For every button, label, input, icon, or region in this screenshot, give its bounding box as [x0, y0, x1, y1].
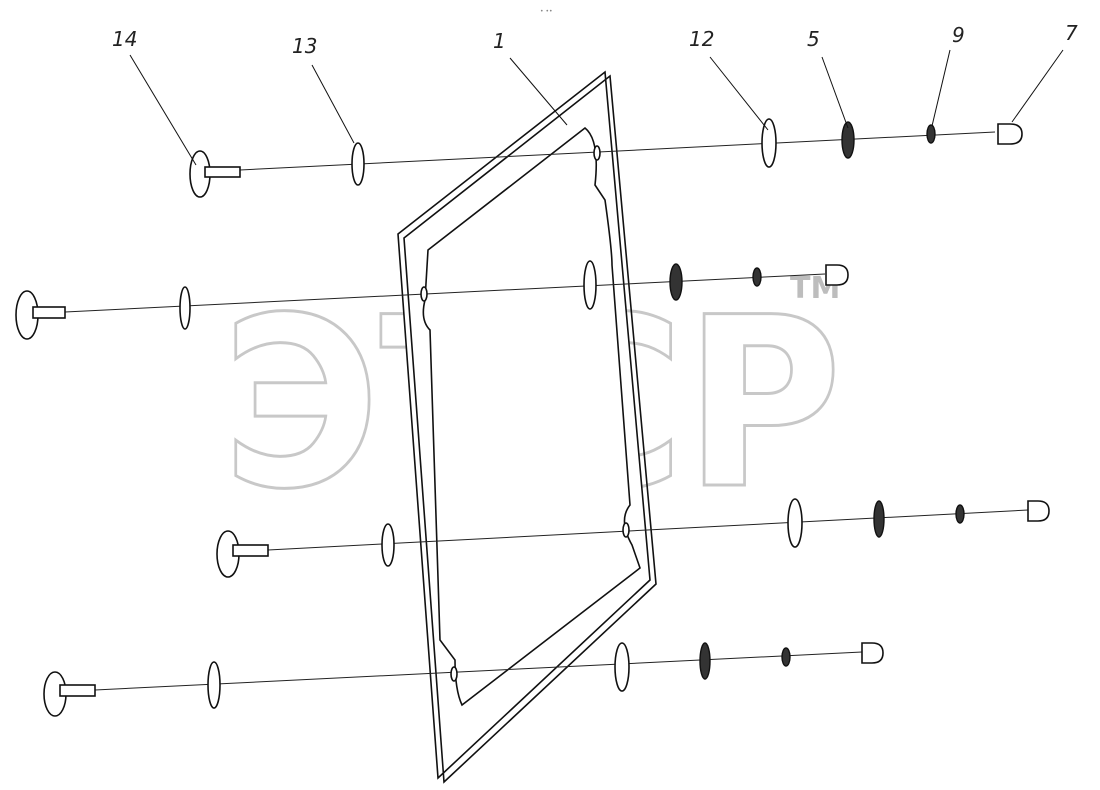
washer [179, 286, 191, 330]
callout-1: 1 [493, 29, 506, 53]
callout-7: 7 [1065, 21, 1078, 45]
ring-9 [926, 124, 936, 144]
callouts: 14 13 1 12 5 9 7 [112, 21, 1078, 58]
callout-5: 5 [807, 27, 820, 51]
callout-9: 9 [952, 23, 965, 47]
frame-hole [622, 522, 630, 538]
axis-line-row-4 [94, 651, 863, 691]
callout-12: 12 [689, 27, 714, 51]
callout-14: 14 [112, 27, 137, 51]
washer-12 [761, 118, 777, 168]
callout-13: 13 [292, 34, 317, 58]
bolt-14 [189, 150, 241, 198]
fastener-row-3 [216, 498, 1050, 578]
leader-13 [311, 64, 355, 144]
fastener-row-4 [43, 642, 884, 717]
axis-line-row-1 [239, 131, 996, 171]
washer [787, 498, 803, 548]
leader-14 [129, 54, 197, 166]
ring [781, 647, 791, 667]
ring [955, 504, 965, 524]
bolt-shank [32, 306, 66, 319]
fastener-row-1 [189, 118, 1023, 198]
frame-outer-edge [397, 70, 651, 780]
cap-nut [825, 264, 849, 286]
axis-line-row-2 [64, 273, 826, 313]
spring-washer [669, 263, 683, 301]
leader-7 [1011, 49, 1064, 123]
bolt [43, 671, 96, 717]
leader-1 [509, 57, 568, 126]
washer [583, 260, 597, 310]
washer [614, 642, 630, 692]
spring-washer [873, 500, 885, 538]
ring [752, 267, 762, 287]
cap-nut [1027, 500, 1050, 522]
washer [381, 523, 395, 567]
bolt-shank [59, 684, 96, 697]
bolt-shank [204, 166, 241, 178]
header-mark: • •• [540, 8, 553, 15]
fastener-row-2 [15, 260, 849, 340]
bolt-shank [232, 544, 269, 557]
bolt [15, 290, 66, 340]
leader-9 [931, 49, 951, 127]
cap-nut [861, 642, 884, 664]
frame-hole [450, 666, 458, 682]
washer [207, 661, 221, 709]
bolt [216, 530, 269, 578]
frame-hole [420, 286, 428, 302]
cap-nut-7 [997, 123, 1023, 145]
frame-hole [593, 145, 601, 161]
frame-thickness-edge [403, 74, 657, 784]
spring-washer-5 [841, 121, 855, 159]
leader-5 [821, 56, 849, 129]
washer-13 [351, 142, 365, 186]
leader-lines [129, 49, 1064, 166]
spring-washer [699, 642, 711, 680]
leader-12 [709, 56, 769, 131]
